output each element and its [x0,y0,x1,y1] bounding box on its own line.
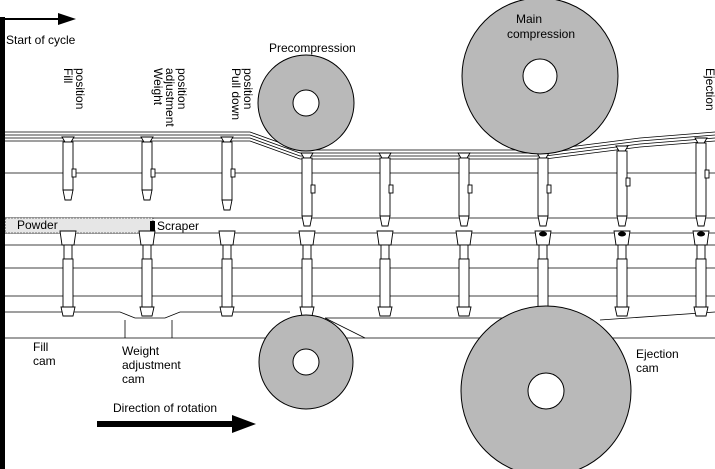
precompression-lower-roller [258,314,354,410]
weight-adjustment-cam-label-line3: cam [122,372,145,386]
upper-punch [536,152,552,227]
lower-punch [534,230,552,317]
lower-punch [376,230,394,317]
lower-punch [692,230,710,317]
weight-adjustment-position-label: Weight adjustment position [151,68,189,127]
direction-of-rotation-label: Direction of rotation [113,401,217,415]
svg-text:position: position [73,68,87,109]
weight-adjustment-cam-label-line1: Weight [122,344,160,358]
svg-text:Ejection: Ejection [703,68,715,111]
svg-text:position: position [175,68,189,109]
main-compression-lower-roller [460,305,632,469]
upper-punch [457,152,473,227]
fill-cam-label-line1: Fill [33,340,48,354]
scraper-blade [150,221,155,231]
rotation-arrow-icon [232,415,256,433]
lower-punches [59,230,710,317]
svg-text:position: position [241,68,255,109]
main-compression-label-line2: compression [507,27,575,41]
upper-punch [61,136,77,201]
pull-down-position-label: Pull down position [229,68,255,120]
main-compression-label-line1: Main [516,12,542,26]
svg-text:Pull down: Pull down [229,68,243,120]
lower-punch [59,230,77,317]
upper-punch [140,136,156,201]
upper-punch [220,136,236,211]
upper-punch [300,152,316,227]
powder-region [4,217,154,234]
ejection-cam-label-line2: cam [636,361,659,375]
upper-punch [378,152,394,227]
svg-text:Fill: Fill [61,68,75,83]
start-of-cycle-marker [0,13,76,469]
lower-punch [298,230,316,317]
upper-punches [61,136,710,227]
lower-punch [613,230,631,317]
start-of-cycle-label: Start of cycle [6,33,76,47]
lower-punch [455,230,473,317]
ejection-cam-label-line1: Ejection [636,347,679,361]
main-compression-upper-roller [461,0,619,155]
powder-label: Powder [17,218,58,232]
weight-adjustment-cam-label-line2: adjustment [122,358,181,372]
scraper-label: Scraper [157,219,199,233]
start-arrow-icon [58,13,76,25]
lower-punch [218,230,236,317]
lower-punch [138,230,156,317]
ejection-position-label: Ejection position [703,68,715,111]
svg-text:Weight: Weight [151,68,165,106]
upper-cam-track [5,131,715,160]
svg-text:adjustment: adjustment [163,68,177,127]
fill-cam-label-line2: cam [33,354,56,368]
precompression-label: Precompression [269,41,356,55]
upper-punch [694,137,710,227]
direction-of-rotation-arrow [97,415,256,433]
precompression-upper-roller [257,54,355,152]
upper-punch [615,145,631,227]
fill-position-label: Fill position [61,68,87,109]
